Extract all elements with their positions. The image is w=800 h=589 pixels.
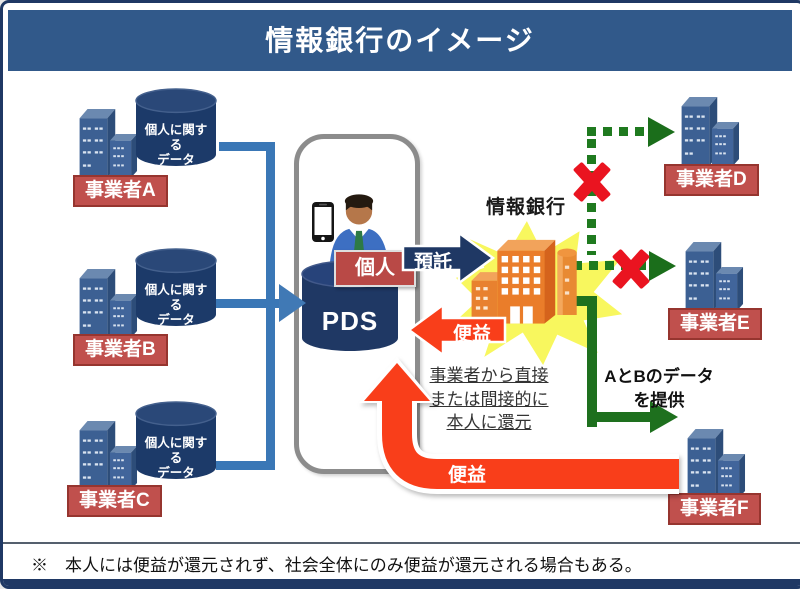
building-icon	[687, 428, 746, 498]
building-icon	[685, 241, 744, 311]
dotted-line-to-e	[573, 261, 649, 270]
entity-label-f: 事業者F	[668, 493, 761, 525]
dotted-line-to-d	[587, 127, 649, 136]
connector-blue-a	[219, 142, 275, 151]
footnote-area: ※ 本人には便益が還元されず、社会全体にのみ便益が還元される場合もある。	[3, 542, 800, 581]
bank-title: 情報銀行	[485, 197, 566, 218]
entity-label-c: 事業者C	[67, 485, 162, 517]
title-bar: 情報銀行のイメージ	[8, 10, 792, 71]
building-icon	[79, 420, 138, 490]
entity-label-d: 事業者D	[664, 164, 759, 196]
x-blocked-icon	[608, 246, 654, 292]
green-line-to-f	[559, 296, 597, 306]
entity-label-b: 事業者B	[73, 334, 168, 366]
dotted-line-to-d	[587, 139, 596, 255]
building-icon	[79, 108, 138, 178]
green-line-to-f	[587, 412, 651, 422]
benefit-label: 便益	[452, 324, 491, 345]
deposit-label: 預託	[413, 252, 452, 273]
building-icon	[681, 96, 740, 166]
database-label: 個人に関する データ	[144, 436, 208, 480]
database-label: 個人に関する データ	[144, 283, 208, 327]
green-line-to-f	[587, 296, 597, 427]
return-route-note: 事業者から直接 または間接的に 本人に還元	[429, 366, 549, 432]
provide-data-note: AとBのデータ を提供	[604, 367, 714, 410]
entity-label-a: 事業者A	[73, 175, 168, 207]
connector-blue-b	[216, 299, 281, 308]
building-icon	[79, 268, 138, 338]
green-arrowhead-icon	[649, 251, 676, 281]
page-title: 情報銀行のイメージ	[265, 25, 535, 56]
database-label: 個人に関する データ	[144, 123, 208, 167]
footnote-text: ※ 本人には便益が還元されず、社会全体にのみ便益が還元される場合もある。	[31, 556, 642, 575]
smartphone-icon	[312, 202, 334, 242]
blue-arrowhead-icon	[279, 284, 306, 322]
benefit-arrow-icon	[406, 302, 507, 358]
deposit-arrow-icon	[401, 230, 496, 286]
entity-label-e: 事業者E	[668, 308, 762, 340]
connector-blue-c	[216, 461, 275, 470]
bank-building-icon	[471, 239, 577, 324]
pds-label: PDS	[321, 306, 379, 336]
benefit-from-f-label: 便益	[447, 465, 486, 486]
green-arrowhead-icon	[648, 117, 675, 147]
x-blocked-icon	[569, 159, 615, 205]
